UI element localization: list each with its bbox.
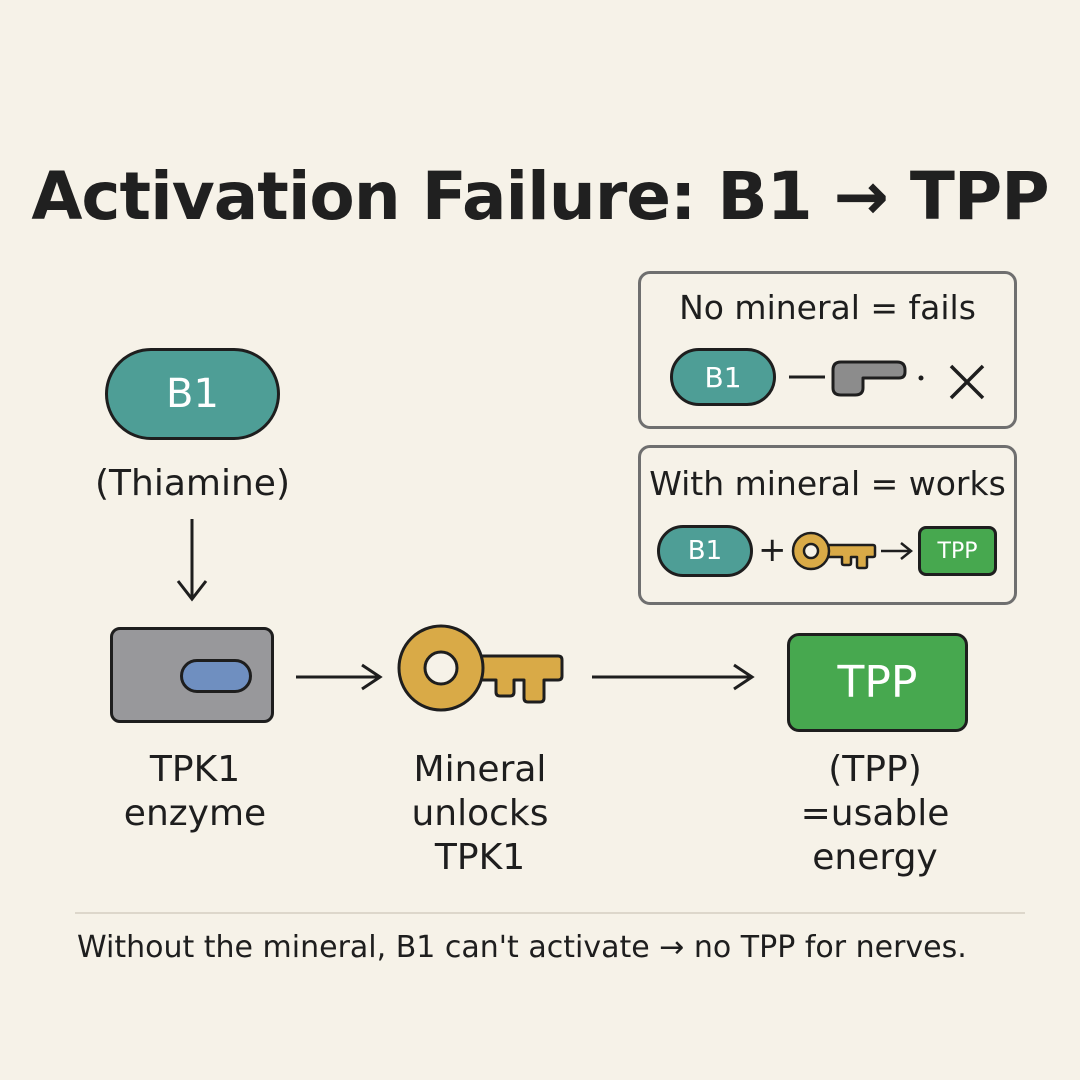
right-arrow-icon	[296, 663, 383, 691]
right-arrow-icon	[592, 663, 755, 691]
key-icon	[791, 531, 877, 571]
with-mineral-panel: With mineral = works B1 + TPP	[638, 445, 1017, 605]
b1-pill-small: B1	[657, 525, 753, 577]
enzyme-binding-site	[180, 659, 252, 693]
b1-pill-small: B1	[670, 348, 776, 406]
no-mineral-panel: No mineral = fails B1	[638, 271, 1017, 429]
key-icon	[397, 624, 564, 712]
divider	[75, 912, 1025, 914]
mineral-label: Mineral unlocks TPK1	[411, 749, 549, 878]
tpk1-enzyme-icon	[110, 627, 274, 723]
with-mineral-panel-title: With mineral = works	[649, 464, 1006, 503]
diagram-title: Activation Failure: B1 → TPP	[31, 158, 1049, 235]
tpk1-enzyme-label: TPK1 enzyme	[123, 749, 267, 834]
dot-icon	[918, 375, 924, 381]
tpp-box-small: TPP	[918, 526, 997, 576]
right-arrow-icon	[881, 542, 914, 560]
b1-label: B1	[166, 371, 219, 417]
plus-sign: +	[758, 530, 787, 570]
bond-line-icon	[789, 375, 825, 379]
tpp-box-label: TPP	[837, 657, 918, 708]
caption: Without the mineral, B1 can't activate →…	[77, 930, 967, 965]
thiamine-label: (Thiamine)	[95, 463, 290, 504]
down-arrow-icon	[176, 519, 208, 602]
tpp-box: TPP	[787, 633, 968, 732]
b1-pill: B1	[105, 348, 280, 440]
x-icon	[949, 364, 985, 400]
tpp-label: (TPP) =usable energy	[800, 749, 950, 878]
no-mineral-panel-title: No mineral = fails	[679, 288, 976, 327]
broken-key-icon	[831, 360, 907, 397]
